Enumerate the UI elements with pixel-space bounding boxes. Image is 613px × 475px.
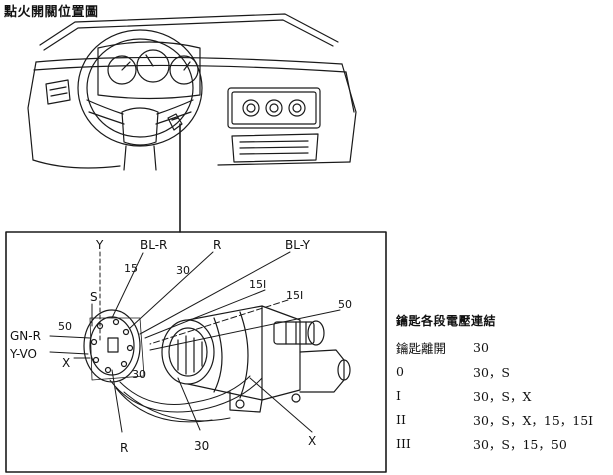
key-position: 0 (396, 363, 404, 379)
legend-row: II 30，S，X，15，15I (396, 407, 606, 431)
label-50-left: 50 (58, 320, 72, 333)
label-y-vo: Y-VO (9, 347, 37, 361)
label-gn-r: GN-R (10, 329, 41, 343)
terminal-list: 30，S，X (473, 388, 532, 404)
legend-row: I 30，S，X (396, 383, 606, 407)
key-position: III (396, 435, 411, 451)
key-position: II (396, 411, 406, 427)
label-15: 15 (124, 262, 138, 275)
detail-frame (5, 231, 387, 473)
label-30-top: 30 (176, 264, 190, 277)
label-30-bottom: 30 (194, 439, 209, 453)
legend-row: III 30，S，15，50 (396, 431, 606, 455)
diagram-title: 點火開關位置圖 (4, 5, 99, 20)
label-bl-r: BL-R (140, 238, 167, 252)
terminal-list: 30，S，X，15，15I (473, 412, 594, 428)
terminal-list: 30，S，15，50 (473, 436, 567, 452)
terminal-labels: Y BL-R R BL-Y 15 30 15I 15I 50 S 50 GN-R… (9, 238, 352, 455)
label-30-inner: 30 (132, 368, 146, 381)
label-x-left: X (62, 356, 70, 370)
voltage-legend: 鑰匙各段電壓連結 鑰匙離開 30 0 30，S I 30，S，X II 30，S… (396, 312, 606, 455)
legend-row: 0 30，S (396, 359, 606, 383)
key-position: I (396, 387, 401, 403)
label-bl-y: BL-Y (285, 238, 311, 252)
legend-row: 鑰匙離開 30 (396, 335, 606, 359)
wire-harness (109, 375, 263, 423)
terminal-list: 30 (473, 339, 489, 355)
label-x-bottom: X (308, 434, 316, 448)
terminal-list: 30，S (473, 364, 510, 380)
label-r-top: R (213, 238, 221, 252)
label-y: Y (95, 238, 104, 252)
key-position: 鑰匙離開 (396, 340, 447, 356)
label-50-right: 50 (338, 298, 352, 311)
label-r-bottom: R (120, 441, 128, 455)
label-s: S (90, 290, 98, 304)
label-15i-a: 15I (249, 278, 266, 291)
dashboard-illustration (27, 13, 357, 171)
label-15i-b: 15I (286, 289, 303, 302)
legend-title: 鑰匙各段電壓連結 (396, 314, 497, 328)
switch-body (161, 305, 351, 413)
